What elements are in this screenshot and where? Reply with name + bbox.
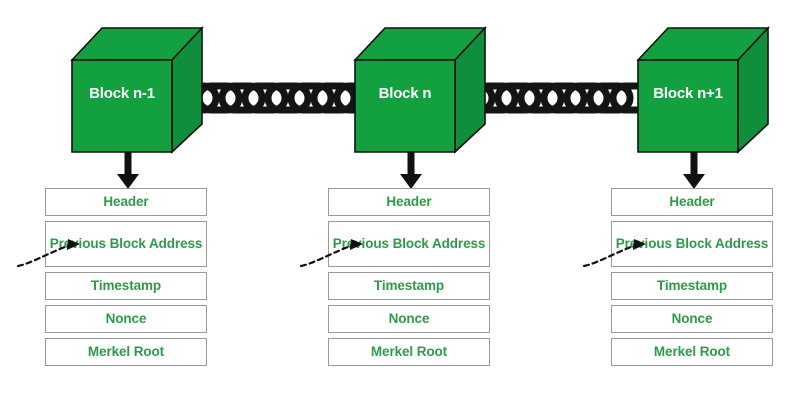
field-box-timestamp[interactable]: Timestamp [328,272,490,300]
field-box-merkel-root[interactable]: Merkel Root [328,338,490,366]
field-box-timestamp[interactable]: Timestamp [611,272,773,300]
field-box-timestamp[interactable]: Timestamp [45,272,207,300]
field-label: Nonce [105,310,147,326]
block-node-1: Block n-1 [70,24,204,154]
field-box-header[interactable]: Header [328,188,490,216]
down-arrow-icon [400,148,422,189]
field-column-block-2: Header Previous Block Address Timestamp … [328,188,490,371]
field-column-block-1: Header Previous Block Address Timestamp … [45,188,207,371]
field-box-header[interactable]: Header [45,188,207,216]
field-box-merkel-root[interactable]: Merkel Root [611,338,773,366]
dashed-curved-arrow-icon [299,239,363,268]
field-box-nonce[interactable]: Nonce [611,305,773,333]
field-box-previous-block-address[interactable]: Previous Block Address [611,221,773,267]
field-box-nonce[interactable]: Nonce [328,305,490,333]
chain-link-icon [172,82,381,114]
field-label: Previous Block Address [49,235,203,251]
field-label: Previous Block Address [615,235,769,251]
field-label: Header [103,193,149,209]
dashed-curved-arrow-icon [16,239,80,268]
field-label: Nonce [388,310,430,326]
field-column-block-3: Header Previous Block Address Timestamp … [611,188,773,371]
field-box-merkel-root[interactable]: Merkel Root [45,338,207,366]
field-label: Merkel Root [370,343,448,359]
field-label: Header [669,193,715,209]
cube-icon [70,25,204,154]
block-node-2: Block n [353,24,487,154]
field-label: Nonce [671,310,713,326]
field-label: Timestamp [90,277,162,293]
field-label: Timestamp [656,277,728,293]
field-label: Timestamp [373,277,445,293]
field-box-nonce[interactable]: Nonce [45,305,207,333]
down-arrow-icon [117,148,139,189]
block-node-3: Block n+1 [636,24,770,154]
field-label: Merkel Root [87,343,165,359]
field-label: Merkel Root [653,343,731,359]
field-label: Header [386,193,432,209]
down-arrow-icon [683,148,705,189]
chain-link-icon [448,82,657,114]
cube-icon [636,25,770,154]
field-box-header[interactable]: Header [611,188,773,216]
field-label: Previous Block Address [332,235,486,251]
dashed-curved-arrow-icon [582,239,646,268]
cube-icon [353,25,487,154]
